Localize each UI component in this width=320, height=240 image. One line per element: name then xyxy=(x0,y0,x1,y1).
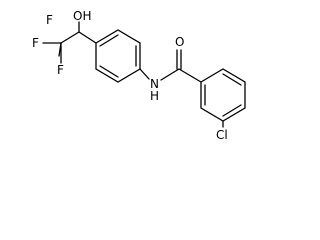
bond-cf-3 xyxy=(58,42,62,57)
benzene-ring-2 xyxy=(200,68,246,122)
bond-n-carbonyl xyxy=(160,68,180,81)
atom-n-label: N xyxy=(150,77,159,91)
ring-2-double-bond-a xyxy=(222,73,242,86)
bond-carbonyl-ring xyxy=(178,68,202,83)
bond-choh-ring xyxy=(78,31,97,44)
atom-f3-label: F xyxy=(57,63,64,77)
bond-ring-n xyxy=(139,68,150,80)
atom-cl-label: Cl xyxy=(216,128,228,142)
ring-2-double-bond-c xyxy=(222,104,242,117)
structure-diagram: OH F F F O N H Cl xyxy=(32,9,246,142)
ring-1-double-bond-c xyxy=(99,65,119,78)
ring-1-double-bond-a xyxy=(99,34,119,47)
atom-oh-label: OH xyxy=(73,9,91,23)
atom-o-label: O xyxy=(175,35,184,49)
benzene-ring-1 xyxy=(95,29,141,83)
bond-cf3-choh xyxy=(60,31,80,44)
atom-h-label: H xyxy=(150,89,159,103)
atom-f2-label: F xyxy=(46,13,53,27)
atom-f1-label: F xyxy=(32,36,39,50)
